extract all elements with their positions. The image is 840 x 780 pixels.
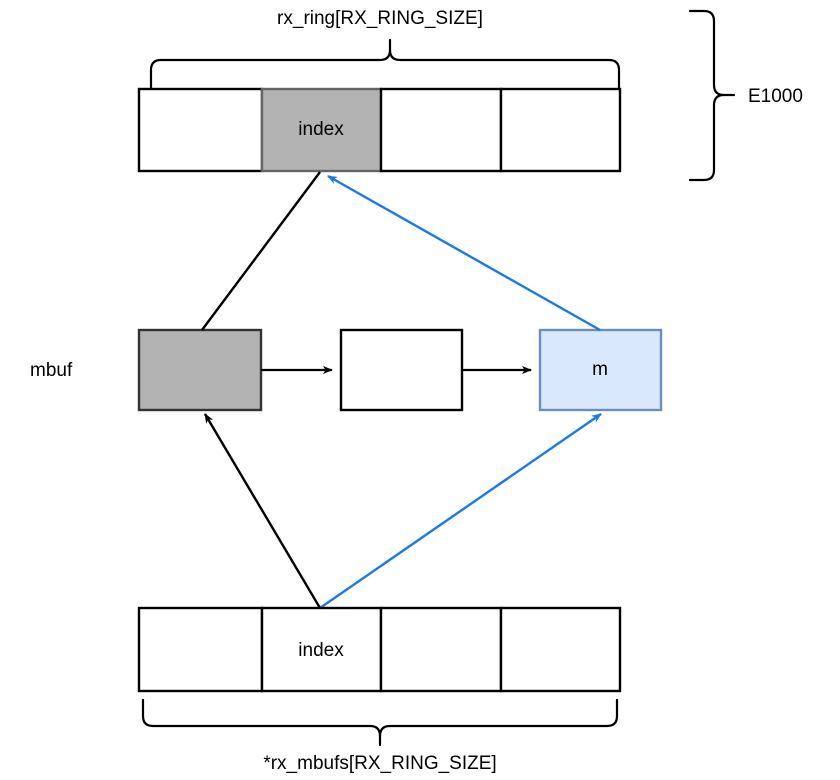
rx-ring-brace: [149, 38, 621, 90]
rx-ring-cell-3[interactable]: [499, 87, 622, 173]
mbuf-box-m[interactable]: [538, 328, 663, 412]
rx-mbufs-brace: [141, 698, 619, 747]
arrow-m-box-to-ring-index: [327, 174, 601, 332]
rx-mbufs-cells: [137, 606, 622, 693]
arrow-rxmbufs-index-to-mbuf-head: [203, 413, 322, 609]
diagonal-connectors: [201, 171, 602, 609]
rx-ring-cell-1-label: index: [298, 119, 344, 140]
mbuf-box-m-label: m: [592, 359, 608, 380]
mbuf-box-head[interactable]: [137, 328, 263, 412]
rx-mbufs-cell-3[interactable]: [499, 606, 622, 693]
rx-ring-cells: [137, 87, 622, 173]
rx-mbufs-cell-0[interactable]: [137, 606, 264, 693]
mbuf-chain-boxes: [137, 328, 663, 412]
rx-mbufs-title: *rx_mbufs[RX_RING_SIZE]: [263, 753, 497, 774]
mbuf-label: mbuf: [30, 360, 73, 381]
rx-ring-cell-2[interactable]: [379, 87, 503, 173]
arrow-rxmbufs-index-to-m-box: [319, 413, 602, 609]
mbuf-box-second[interactable]: [339, 328, 464, 412]
line-mbuf-head-to-ring-index: [201, 171, 321, 331]
e1000-brace: [688, 9, 736, 182]
rx-mbufs-cell-2[interactable]: [379, 606, 503, 693]
rx-ring-title: rx_ring[RX_RING_SIZE]: [277, 8, 483, 29]
e1000-label: E1000: [748, 86, 803, 107]
rx-ring-cell-0[interactable]: [137, 87, 264, 173]
rx-mbufs-cell-1-label: index: [298, 640, 344, 661]
